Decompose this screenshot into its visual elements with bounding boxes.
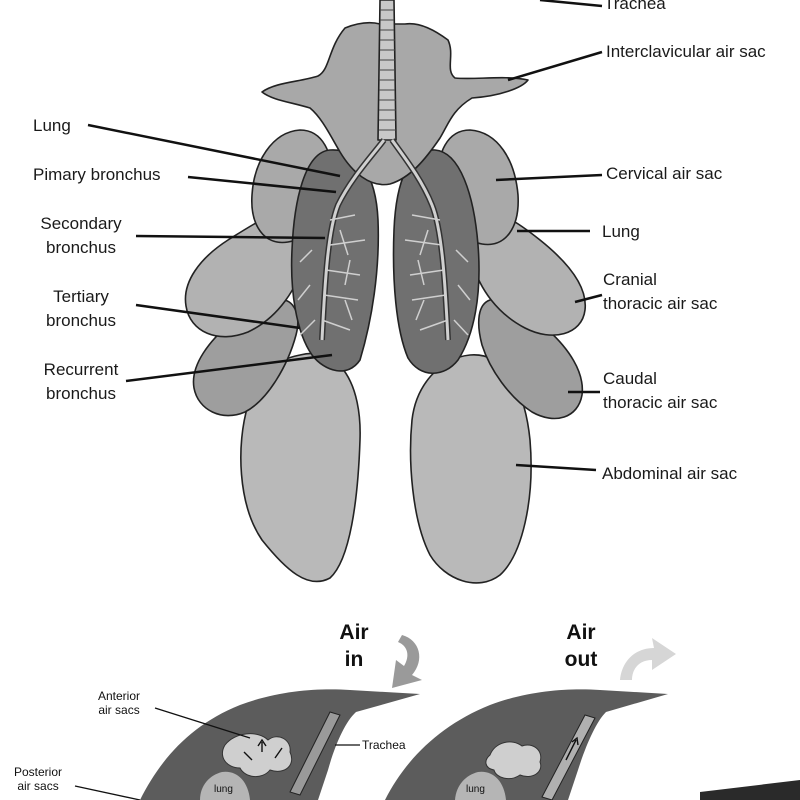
bird-left-flow-arrows [243,738,283,761]
label-air-in-line1: Air [339,621,369,644]
label-cranial-line2: thoracic air sac [603,294,718,313]
right-edge-object [700,780,800,800]
leader-anterior-air-sacs [154,707,251,739]
label-abdominal-air-sac: Abdominal air sac [602,464,738,483]
leader-lines [87,0,603,472]
label-recurrent-bronchus: Recurrent bronchus [28,358,134,406]
bird-left-lung [200,771,250,800]
label-lung-right: Lung [602,222,640,241]
label-secondary-bronchus: Secondary bronchus [28,212,134,260]
trachea-rings [379,9,396,131]
label-posterior-line2: air sacs [17,779,59,793]
air-out-arrow-icon [620,638,676,680]
label-air-out-line2: out [564,648,598,671]
label-lung-left: Lung [33,116,71,135]
leader-lung-left [87,123,341,178]
label-primary-bronchus: Pimary bronchus [33,165,161,184]
label-anterior-air-sacs: Anterior air sacs [98,689,140,717]
label-air-out: Air out [552,619,610,673]
label-air-in: Air in [325,619,383,673]
label-lung-small-right: lung [466,784,485,795]
bird-right-flow-arrows [565,736,579,761]
label-posterior-air-sacs: Posterior air sacs [14,765,62,793]
bird-right-air-sacs [485,741,542,780]
leader-trachea [539,0,603,8]
label-anterior-line2: air sacs [98,703,140,717]
label-caudal-line1: Caudal [603,369,657,388]
leader-tertiary-bronchus [135,303,301,330]
label-recurrent-line2: bronchus [46,384,116,403]
label-secondary-line1: Secondary [40,214,122,233]
air-in-arrow-icon [392,635,422,688]
leader-cervical [495,173,603,182]
leader-interclavicular [507,50,603,82]
bird-left-air-sacs [221,733,293,777]
bird-right-trachea [541,714,596,800]
label-interclavicular-air-sac: Interclavicular air sac [606,42,766,61]
label-posterior-line1: Posterior [14,765,63,779]
label-caudal-line2: thoracic air sac [603,393,718,412]
leader-secondary-bronchus [135,234,326,240]
leader-cranial [574,293,603,304]
label-air-in-line2: in [344,648,364,671]
leader-primary-bronchus [187,175,337,194]
bronchi-texture-right [404,214,471,336]
label-cranial-thoracic-air-sac: Cranial thoracic air sac [603,268,717,316]
label-cervical-air-sac: Cervical air sac [606,164,723,183]
lung-left [290,149,380,372]
airflow-illustration [74,635,800,800]
label-tertiary-line2: bronchus [46,311,116,330]
label-anterior-line1: Anterior [98,689,141,703]
label-trachea: Trachea [604,0,666,13]
label-secondary-line2: bronchus [46,238,116,257]
bronchi-texture-left [297,214,366,336]
label-small-trachea: Trachea [362,738,406,752]
label-air-out-line1: Air [566,621,596,644]
leader-recurrent-bronchus [125,353,333,383]
lung-right [392,149,480,374]
bird-left-trachea [289,711,341,796]
label-recurrent-line1: Recurrent [43,360,119,379]
label-cranial-line1: Cranial [603,270,657,289]
leader-posterior-air-sacs [74,785,141,800]
leader-abdominal [515,463,597,472]
air-sac-anatomy [184,0,586,584]
label-tertiary-bronchus: Tertiary bronchus [28,285,134,333]
label-tertiary-line1: Tertiary [53,287,109,306]
abdominal-air-sac-right [409,354,532,584]
label-caudal-thoracic-air-sac: Caudal thoracic air sac [603,367,717,415]
bird-right-lung [455,771,506,800]
label-lung-small-left: lung [214,784,233,795]
